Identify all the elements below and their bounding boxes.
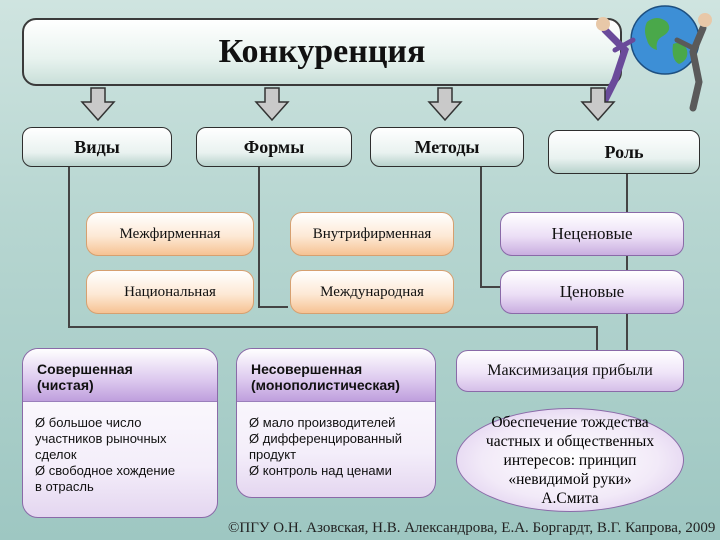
connector-line xyxy=(258,167,260,307)
category-role-label: Роль xyxy=(604,141,644,162)
category-methods: Методы xyxy=(370,127,524,167)
method-non-price: Неценовые xyxy=(500,212,684,256)
form-international: Международная xyxy=(290,270,454,314)
category-forms-label: Формы xyxy=(243,136,305,157)
type-perfect-list: Ø большое число участников рыночных сдел… xyxy=(35,415,175,495)
globe-illustration xyxy=(596,5,712,112)
role-profit: Максимизация прибыли xyxy=(456,350,684,392)
down-arrow-icon xyxy=(80,87,116,122)
method-non-price-label: Неценовые xyxy=(551,224,633,243)
connector-line xyxy=(626,167,628,350)
method-price-label: Ценовые xyxy=(559,282,625,301)
type-imperfect-header xyxy=(237,349,435,402)
form-inter-firm: Межфирменная xyxy=(86,212,254,256)
list-item: Ø свободное хождение xyxy=(35,463,176,478)
form-international-label: Международная xyxy=(320,283,424,300)
list-item: Ø контроль над ценами xyxy=(249,463,392,478)
type-perfect-header xyxy=(23,349,217,402)
down-arrow-icon xyxy=(427,87,463,122)
down-arrow-icon xyxy=(580,87,616,122)
type-imperfect-heading: Несовершенная (монополистическая) xyxy=(251,361,400,393)
role-profit-label: Максимизация прибыли xyxy=(487,362,653,379)
connector-line xyxy=(68,167,70,327)
role-identity-text: Обеспечение тождества частных и обществе… xyxy=(485,413,655,507)
list-item: Ø мало производителей xyxy=(249,415,396,430)
form-national: Национальная xyxy=(86,270,254,314)
page-title: Конкуренция xyxy=(218,33,426,70)
connector-line xyxy=(258,306,288,308)
connector-line xyxy=(68,326,598,328)
list-item-cont: в отрасль xyxy=(35,479,94,494)
category-types: Виды xyxy=(22,127,172,167)
method-price: Ценовые xyxy=(500,270,684,314)
role-identity: Обеспечение тождества частных и обществе… xyxy=(456,408,684,512)
category-forms: Формы xyxy=(196,127,352,167)
list-item-cont: продукт xyxy=(249,447,297,462)
type-imperfect-list: Ø мало производителей Ø дифференцированн… xyxy=(249,415,402,479)
type-perfect-heading: Совершенная (чистая) xyxy=(37,361,133,393)
type-imperfect-panel: Несовершенная (монополистическая) Ø мало… xyxy=(236,348,436,498)
form-intra-firm-label: Внутрифирменная xyxy=(312,225,432,242)
list-item-cont: сделок xyxy=(35,447,77,462)
category-role: Роль xyxy=(548,130,700,174)
footer-credits: ©ПГУ О.Н. Азовская, Н.В. Александрова, Е… xyxy=(228,520,716,536)
down-arrow-icon xyxy=(254,87,290,122)
connector-line xyxy=(480,286,500,288)
form-inter-firm-label: Межфирменная xyxy=(119,225,221,242)
category-methods-label: Методы xyxy=(414,136,480,157)
list-item-cont: участников рыночных xyxy=(35,431,167,446)
connector-line xyxy=(480,167,482,287)
connector-line xyxy=(596,326,598,350)
form-national-label: Национальная xyxy=(124,283,216,300)
list-item: Ø большое число xyxy=(35,415,142,430)
category-types-label: Виды xyxy=(74,136,120,157)
title-box: Конкуренция xyxy=(22,18,622,86)
form-intra-firm: Внутрифирменная xyxy=(290,212,454,256)
type-perfect-panel: Совершенная (чистая) Ø большое число уча… xyxy=(22,348,218,518)
list-item: Ø дифференцированный xyxy=(249,431,402,446)
